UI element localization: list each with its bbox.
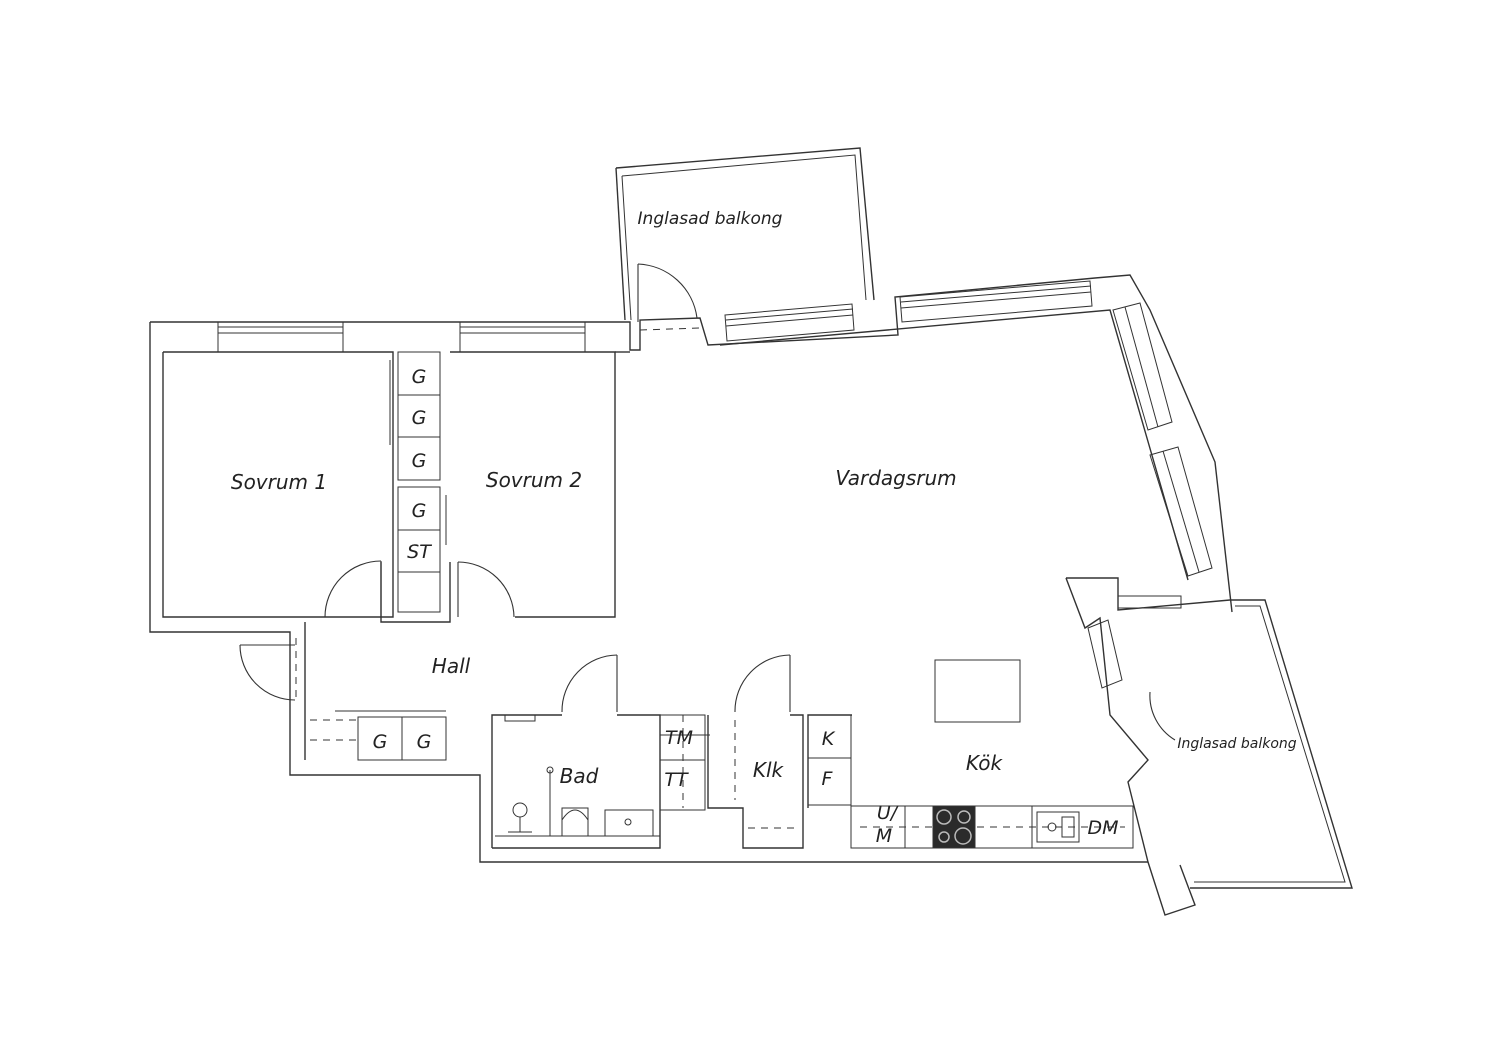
fridge-freezer [807,714,852,808]
label-wardrobe: G [417,731,432,753]
wardrobes-column [380,351,451,623]
label-vardagsrum: Vardagsrum [835,466,956,490]
doors [239,560,1176,741]
label-wardrobe: G [412,450,427,472]
label-balcony-top: Inglasad balkong [638,209,783,229]
label-hall: Hall [432,654,471,678]
label-bad: Bad [560,764,599,788]
kitchen-counter [850,805,1134,849]
label-kok: Kök [966,751,1004,775]
label-wardrobe: G [373,731,388,753]
label-oven-top: U/ [877,802,900,824]
label-klk: Klk [753,758,785,782]
room-labels: Inglasad balkong Sovrum 1 Sovrum 2 Varda… [231,209,1297,788]
bathroom [491,714,710,849]
label-oven-bottom: M [876,825,892,847]
windows [217,280,1213,609]
label-dishwasher: DM [1087,817,1118,839]
label-wardrobe: G [412,366,427,388]
label-freezer: F [822,768,834,790]
label-balcony-right: Inglasad balkong [1177,736,1296,752]
fixture-labels: G G G G ST G G TM TT K F U/ M DM [373,366,1119,847]
balcony-top [615,147,875,331]
label-wardrobe: G [412,500,427,522]
label-sovrum-2: Sovrum 2 [486,468,582,492]
label-storage: ST [407,541,432,563]
hall-wardrobes [304,622,447,761]
label-wardrobe: G [412,407,427,429]
label-washing-machine: TM [665,727,693,749]
balcony-right [1065,577,1353,916]
label-tumble-dryer: TT [664,769,689,791]
label-sovrum-1: Sovrum 1 [231,470,327,494]
closet [707,714,804,849]
label-fridge: K [822,728,836,750]
outer-walls [149,274,1233,863]
kitchen-island [934,659,1021,723]
